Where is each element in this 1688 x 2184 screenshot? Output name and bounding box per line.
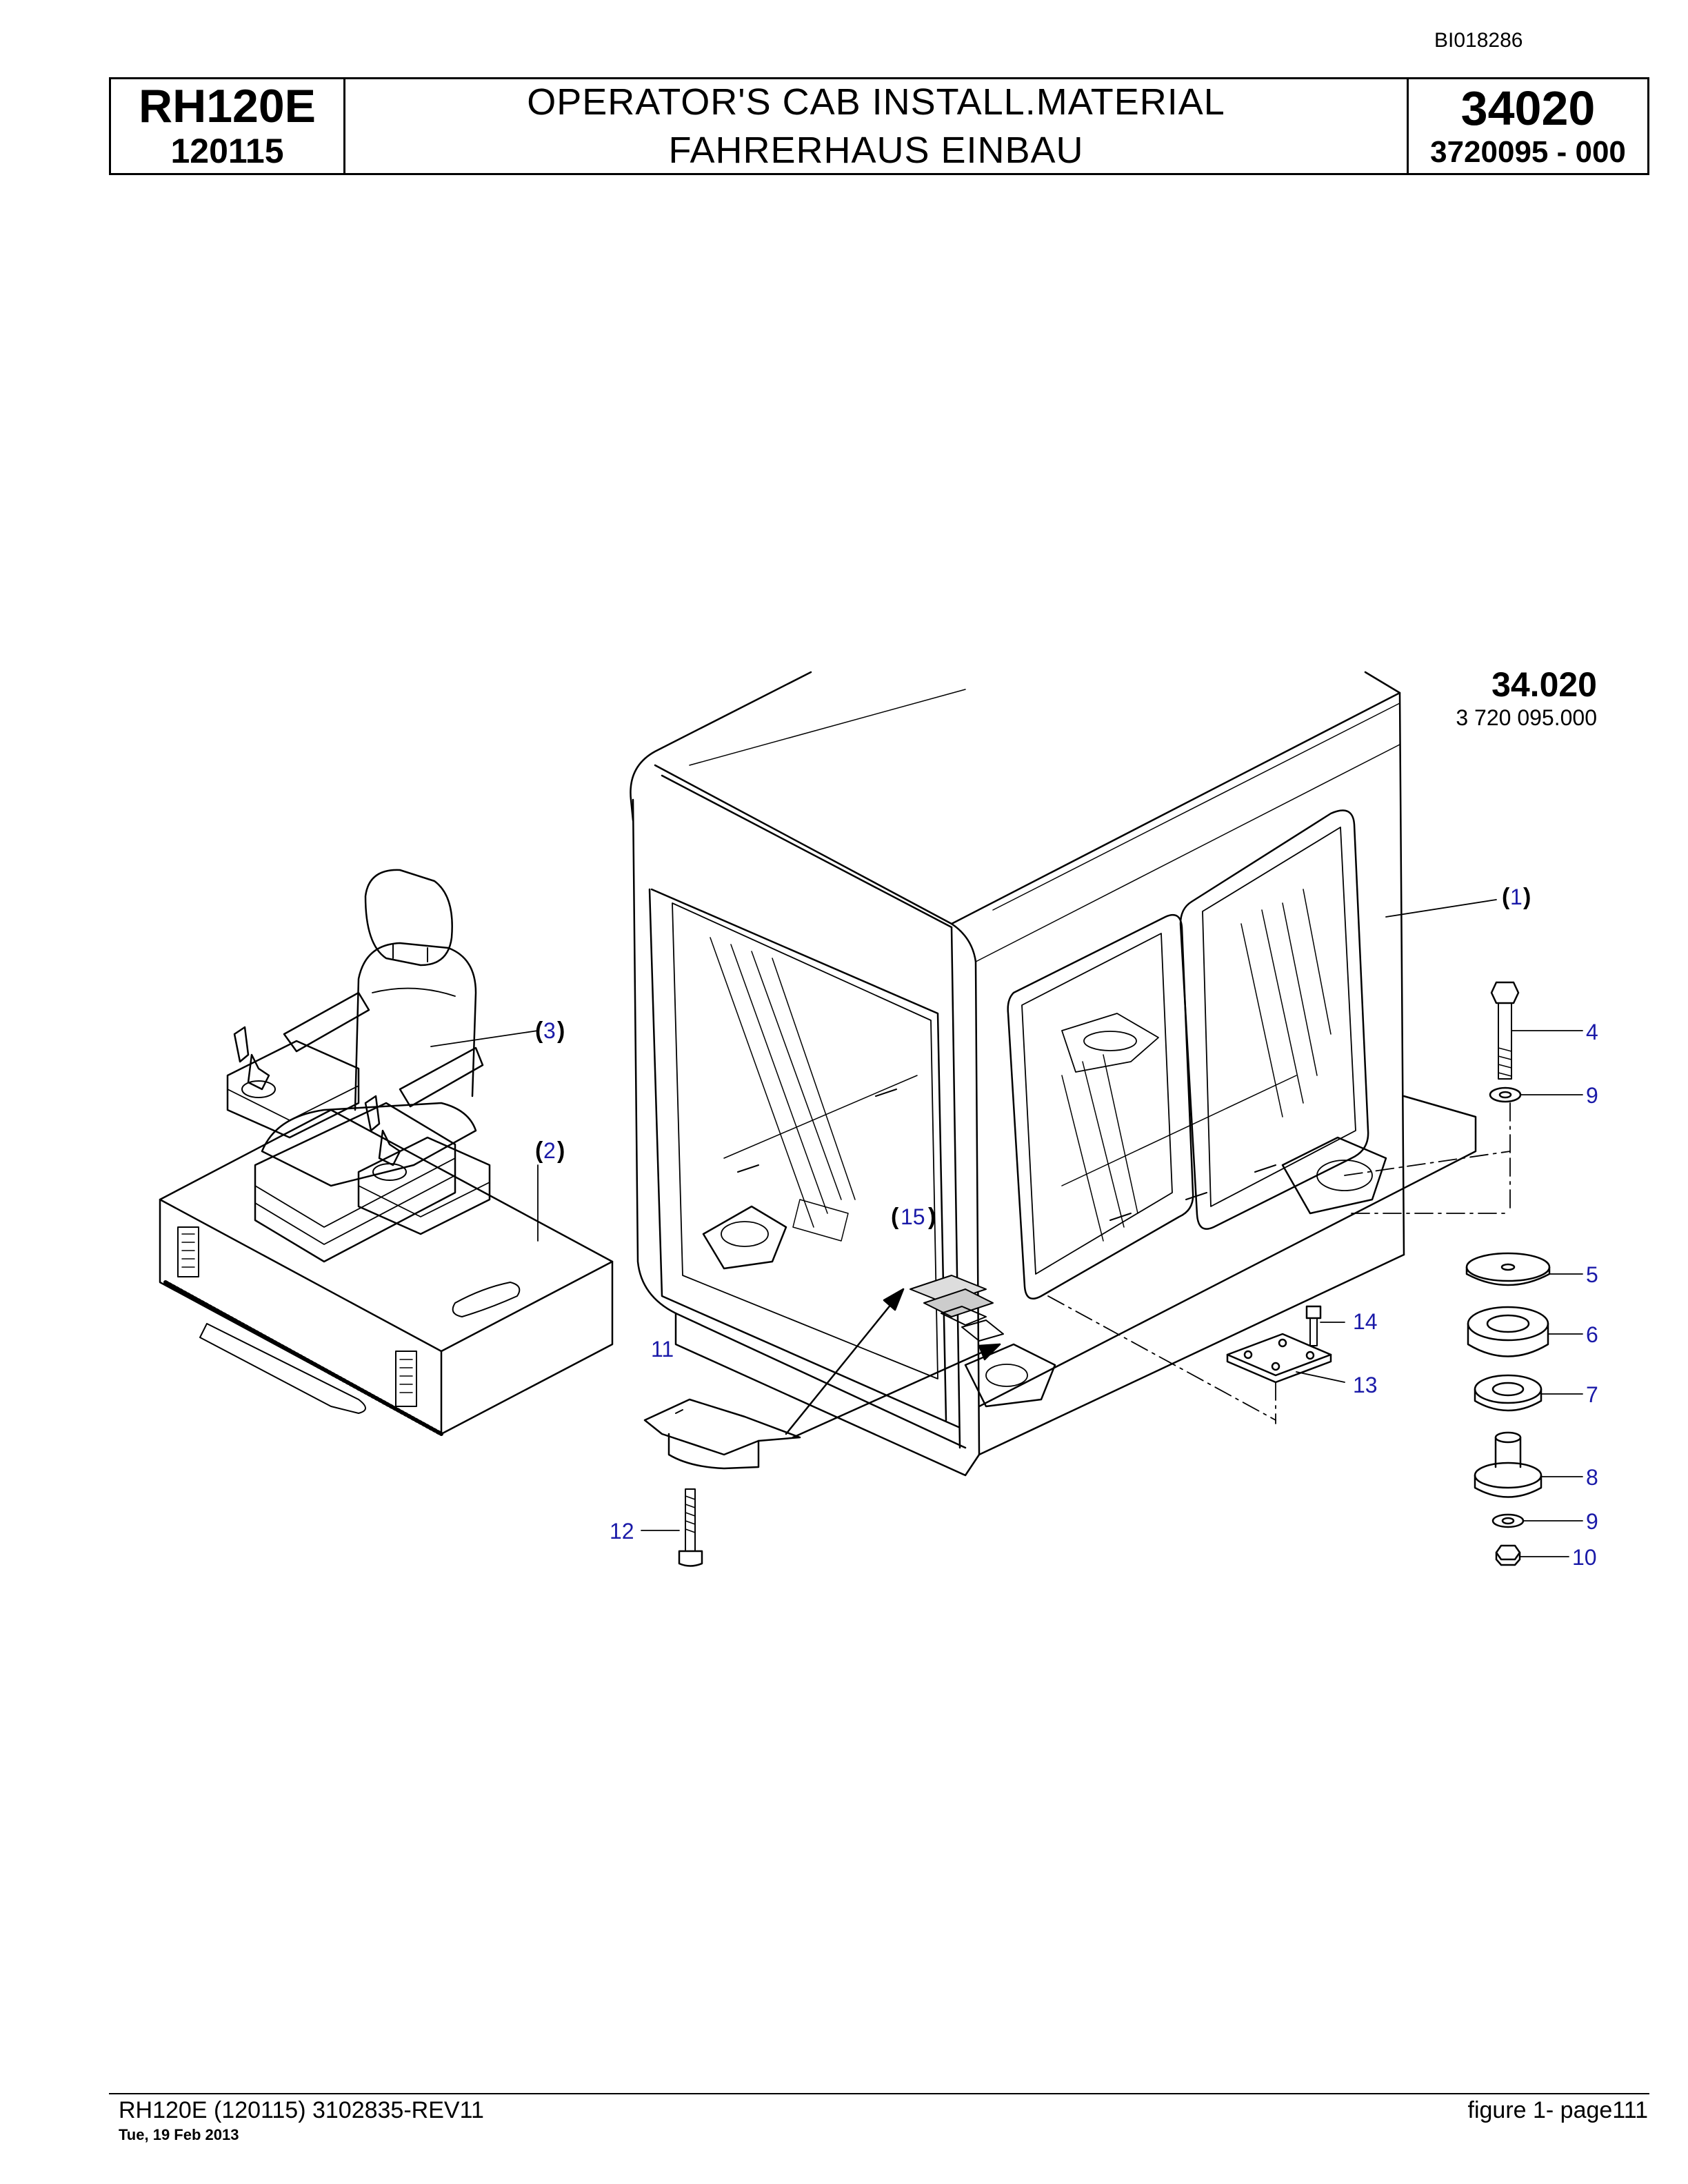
rubber-mount-5 bbox=[1465, 1252, 1583, 1286]
callout-paren-open-3: ( bbox=[535, 1018, 543, 1044]
washer-9-top bbox=[1489, 1086, 1583, 1103]
document-id: BI018286 bbox=[1434, 29, 1523, 52]
footer-page-ref: figure 1- page111 bbox=[1467, 2097, 1649, 2123]
wedge-bracket bbox=[643, 1288, 1001, 1470]
callout-paren-close-15: ) bbox=[928, 1204, 936, 1230]
figure-part-ref: 3 720 095.000 bbox=[1456, 705, 1597, 730]
nut-10 bbox=[1495, 1544, 1569, 1566]
header-group-cell: 34020 3720095 - 000 bbox=[1409, 79, 1647, 173]
callout-paren-open-1: ( bbox=[1502, 884, 1510, 910]
rubber-mount-7 bbox=[1474, 1374, 1583, 1412]
part-number: 3720095 - 000 bbox=[1430, 135, 1626, 169]
header-model-cell: RH120E 120115 bbox=[111, 79, 345, 173]
wedge-bolt bbox=[641, 1488, 703, 1567]
footer-divider bbox=[109, 2093, 1649, 2094]
callout-3[interactable]: 3 bbox=[543, 1018, 556, 1043]
figure-group-ref: 34.020 bbox=[1491, 665, 1597, 704]
washer-9-bottom bbox=[1491, 1513, 1583, 1528]
callout-12[interactable]: 12 bbox=[610, 1519, 634, 1544]
serial-number: 120115 bbox=[170, 132, 284, 170]
callout-paren-open-2: ( bbox=[535, 1138, 543, 1164]
operator-seat-assembly bbox=[159, 869, 614, 1436]
mount-bolt-4 bbox=[1490, 981, 1583, 1080]
mounting-plate bbox=[1226, 1333, 1345, 1424]
callout-7[interactable]: 7 bbox=[1586, 1382, 1598, 1407]
callout-9-bottom[interactable]: 9 bbox=[1586, 1509, 1598, 1534]
callout-paren-open-15: ( bbox=[891, 1204, 899, 1230]
sleeve-8 bbox=[1474, 1431, 1583, 1498]
callout-paren-close-1: ) bbox=[1523, 884, 1531, 910]
callout-15[interactable]: 15 bbox=[901, 1204, 925, 1229]
callout-10[interactable]: 10 bbox=[1572, 1545, 1597, 1570]
callout-6[interactable]: 6 bbox=[1586, 1322, 1598, 1347]
title-german: FAHRERHAUS EINBAU bbox=[668, 130, 1084, 171]
operator-cab bbox=[630, 671, 1511, 1477]
header-table: RH120E 120115 OPERATOR'S CAB INSTALL.MAT… bbox=[109, 77, 1649, 175]
callout-paren-close-2: ) bbox=[557, 1138, 565, 1164]
title-english: OPERATOR'S CAB INSTALL.MATERIAL bbox=[527, 81, 1225, 123]
callout-11[interactable]: 11 bbox=[651, 1337, 674, 1362]
callout-8[interactable]: 8 bbox=[1586, 1465, 1598, 1490]
rubber-mount-6 bbox=[1467, 1306, 1583, 1357]
footer-document-ref: RH120E (120115) 3102835-REV11 bbox=[119, 2097, 484, 2123]
callout-5[interactable]: 5 bbox=[1586, 1262, 1598, 1287]
callout-4[interactable]: 4 bbox=[1586, 1020, 1598, 1044]
plate-screw bbox=[1305, 1305, 1345, 1346]
callout-paren-close-3: ) bbox=[557, 1018, 565, 1044]
callout-9-top[interactable]: 9 bbox=[1586, 1083, 1598, 1108]
header-title-cell: OPERATOR'S CAB INSTALL.MATERIAL FAHRERHA… bbox=[345, 79, 1409, 173]
model-name: RH120E bbox=[138, 80, 316, 132]
group-number: 34020 bbox=[1460, 81, 1596, 135]
floor-pads-15 bbox=[910, 1275, 1004, 1342]
callout-1[interactable]: 1 bbox=[1510, 884, 1523, 909]
footer-date: Tue, 19 Feb 2013 bbox=[119, 2126, 239, 2143]
callout-2[interactable]: 2 bbox=[543, 1138, 556, 1163]
callout-13[interactable]: 13 bbox=[1353, 1373, 1378, 1397]
callout-14[interactable]: 14 bbox=[1353, 1309, 1378, 1334]
